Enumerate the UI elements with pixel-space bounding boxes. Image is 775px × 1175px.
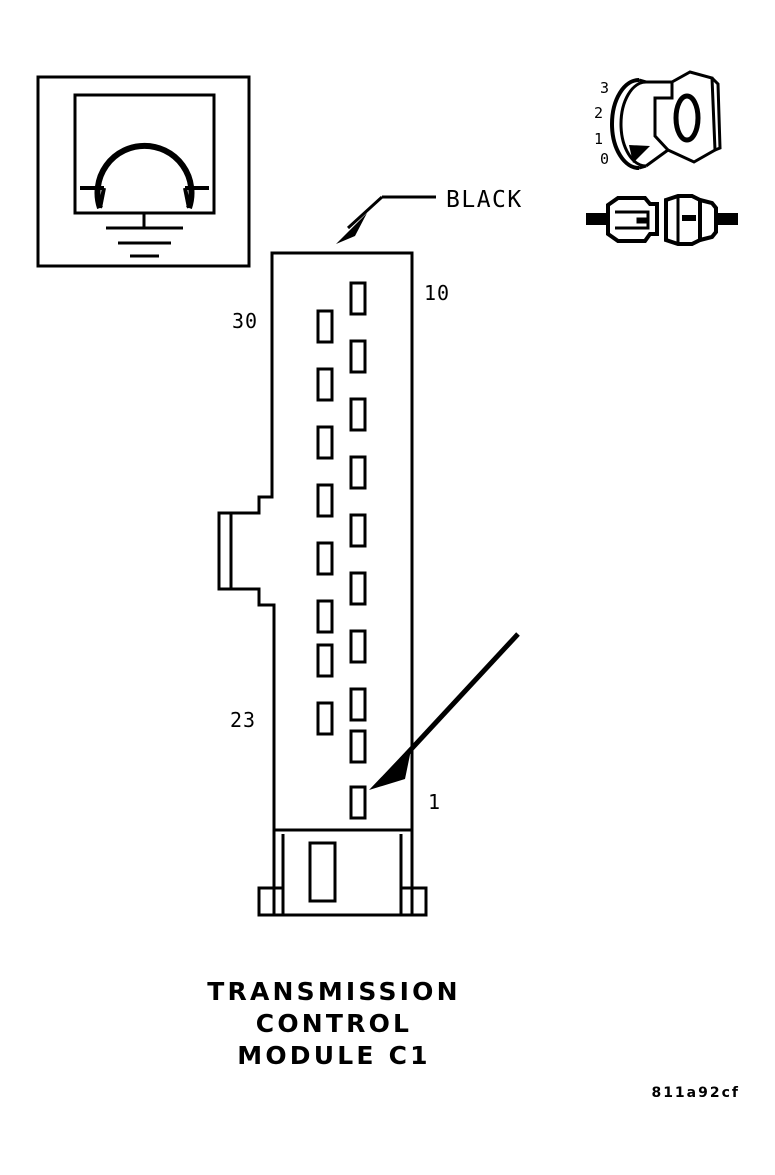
pin-cavity [316, 599, 334, 634]
key-position-3: 3 [600, 79, 609, 97]
pin-cavity [349, 785, 367, 820]
pin-cavity [316, 309, 334, 344]
pin-label-30: 30 [232, 309, 258, 333]
pin-cavity [316, 701, 334, 736]
flange-foot-right [401, 886, 428, 917]
connector-pair-icon [586, 194, 738, 246]
transmission-control-module-connector: 30 10 23 1 [217, 251, 450, 917]
connector-outline [217, 251, 414, 832]
pin-cavity [349, 729, 367, 764]
pin-cavity [349, 687, 367, 722]
pin-label-10: 10 [424, 281, 450, 305]
black-label: BLACK [446, 187, 523, 213]
key-position-0: 0 [600, 150, 609, 168]
pin-label-1: 1 [428, 790, 441, 814]
pin-label-23: 23 [230, 708, 256, 732]
pin-column-left [316, 309, 334, 736]
pin-cavity [349, 629, 367, 664]
pin-cavity [349, 397, 367, 432]
caption-line-2: CONTROL [256, 1009, 412, 1038]
pin-cavity [349, 513, 367, 548]
pin-column-right [349, 281, 367, 820]
caption-line-3: MODULE C1 [237, 1041, 430, 1070]
pin-cavity [316, 643, 334, 678]
key-position-1: 1 [594, 130, 603, 148]
pin-cavity [316, 425, 334, 460]
base-window [308, 841, 337, 903]
caption-block: TRANSMISSION CONTROL MODULE C1 [207, 977, 461, 1070]
flange-foot-left [257, 886, 283, 917]
black-callout: BLACK [336, 187, 523, 244]
pin-cavity [349, 281, 367, 316]
pin1-arrow-icon [369, 632, 520, 790]
key-rotation-icon: 3 2 1 0 [594, 70, 722, 170]
key-position-2: 2 [594, 104, 603, 122]
pin-cavity [349, 339, 367, 374]
pin-cavity [349, 455, 367, 490]
pin-cavity [316, 367, 334, 402]
connector-base [257, 828, 428, 917]
pin-cavity [349, 571, 367, 606]
pin-cavity [316, 483, 334, 518]
pin-cavity [316, 541, 334, 576]
base-body [272, 828, 414, 917]
watermark-code: 811a92cf [651, 1085, 740, 1101]
ohmmeter-ground-icon [36, 75, 251, 268]
caption-line-1: TRANSMISSION [207, 977, 461, 1006]
